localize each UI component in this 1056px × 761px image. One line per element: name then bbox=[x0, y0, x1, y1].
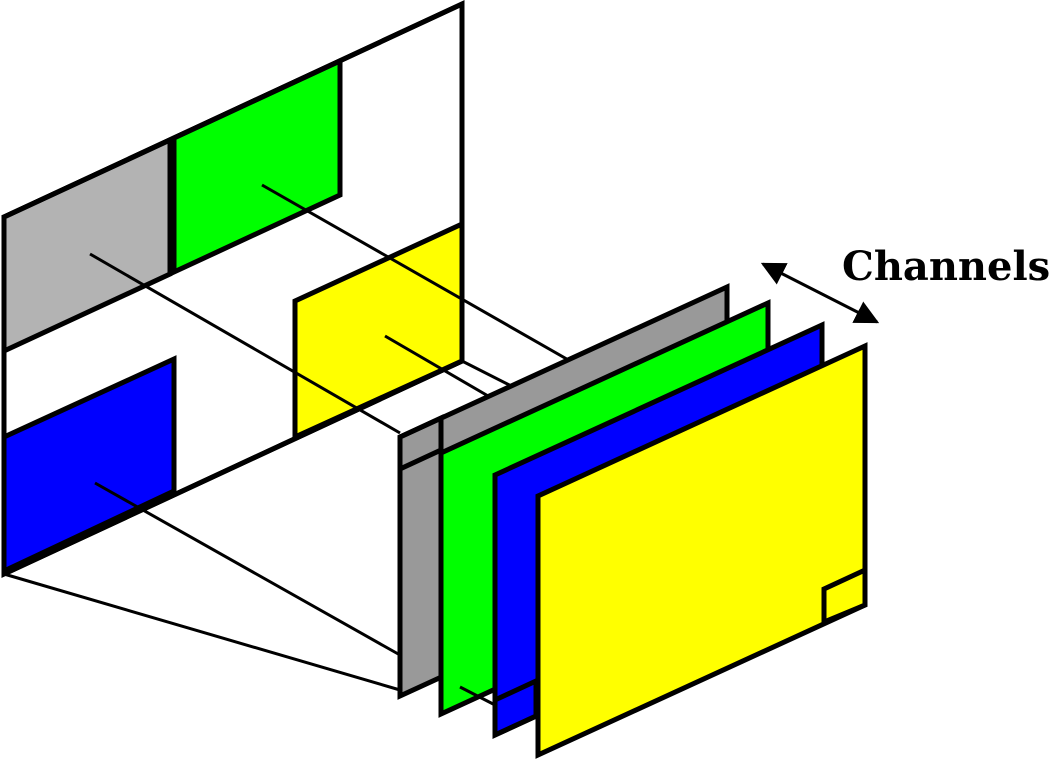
connector-blue bbox=[94, 481, 401, 657]
channel-stack bbox=[397, 283, 868, 759]
channels-axis: Channels bbox=[760, 243, 1050, 324]
channels-label: Channels bbox=[842, 243, 1050, 290]
connectors bbox=[3, 183, 601, 692]
connector-gray bbox=[89, 252, 401, 435]
connector-blue-end bbox=[459, 685, 498, 708]
yellow-plane-cell-mark bbox=[821, 566, 868, 626]
gray-plane-corner-mark bbox=[397, 414, 444, 473]
channels-double-arrow bbox=[760, 262, 880, 324]
connector-green bbox=[261, 183, 601, 380]
connector-yellow bbox=[384, 334, 496, 402]
source-image bbox=[1, 0, 465, 578]
frame-connector-bottom bbox=[3, 572, 401, 692]
